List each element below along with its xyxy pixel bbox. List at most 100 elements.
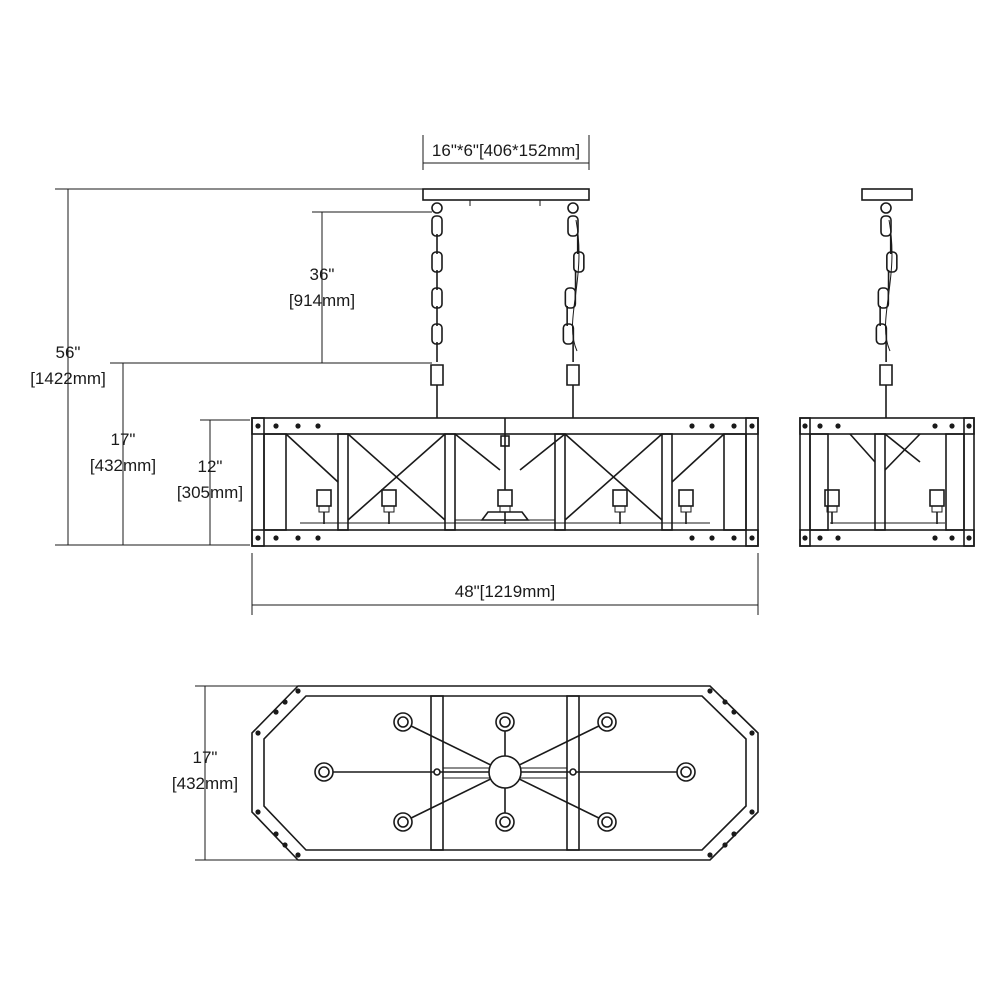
top-view xyxy=(251,685,759,861)
candle-cup xyxy=(597,812,617,832)
depth-mm-label: [432mm] xyxy=(172,774,238,793)
candle-cup xyxy=(314,762,334,782)
rivet xyxy=(802,423,808,429)
rivet xyxy=(817,535,823,541)
overall-height-mm-label: [1422mm] xyxy=(30,369,106,388)
chain-ring xyxy=(567,202,579,214)
candle-socket xyxy=(680,505,692,513)
rivet xyxy=(749,809,755,815)
chain-link xyxy=(875,323,888,345)
candle-cup xyxy=(597,712,617,732)
rivet xyxy=(835,423,841,429)
candle-cup xyxy=(499,716,511,728)
frame-height-mm-label: [305mm] xyxy=(177,483,243,502)
candle-socket xyxy=(678,489,694,507)
depth-inches-label: 17" xyxy=(193,748,218,767)
top-view-candle-cups xyxy=(314,712,696,832)
candle-cup xyxy=(393,812,413,832)
front-rivets xyxy=(255,423,755,541)
rivet xyxy=(966,535,972,541)
candle-cup xyxy=(495,812,515,832)
rivet xyxy=(295,535,301,541)
rivet xyxy=(749,423,755,429)
rivet xyxy=(315,535,321,541)
candle-socket xyxy=(931,505,943,513)
candle-cup xyxy=(680,766,692,778)
dimension-labels: 16"*6"[406*152mm] 36" [914mm] 56" [1422m… xyxy=(30,141,580,793)
candle-socket xyxy=(499,505,511,513)
rivet xyxy=(932,423,938,429)
rivet xyxy=(282,699,288,705)
rivet xyxy=(273,709,279,715)
chain-link xyxy=(431,323,443,345)
left-chain xyxy=(431,202,443,362)
candle-cup xyxy=(601,716,613,728)
rivet xyxy=(282,842,288,848)
rivet xyxy=(722,699,728,705)
rivet xyxy=(817,423,823,429)
rivet xyxy=(802,535,808,541)
candle-socket xyxy=(929,489,945,507)
fixture-height-inches-label: 17" xyxy=(111,430,136,449)
side-frame xyxy=(799,417,975,547)
front-view xyxy=(251,188,759,547)
rivet xyxy=(966,423,972,429)
rivet xyxy=(255,423,261,429)
side-candles xyxy=(824,489,945,524)
rivet xyxy=(949,535,955,541)
chain-link xyxy=(431,215,443,237)
rivet xyxy=(707,688,713,694)
support-cable xyxy=(884,219,893,352)
rivet xyxy=(273,831,279,837)
frame-height-inches-label: 12" xyxy=(198,457,223,476)
side-view xyxy=(799,188,975,547)
candle-cup xyxy=(495,712,515,732)
candle-cup xyxy=(676,762,696,782)
rivet xyxy=(731,535,737,541)
candle-socket xyxy=(612,489,628,507)
rivet xyxy=(273,423,279,429)
rivet xyxy=(689,535,695,541)
side-rivets xyxy=(802,423,972,541)
chain-link xyxy=(431,251,443,273)
candle-socket xyxy=(824,489,840,507)
rivet xyxy=(722,842,728,848)
candle-socket xyxy=(383,505,395,513)
fixture-height-mm-label: [432mm] xyxy=(90,456,156,475)
rivet xyxy=(295,688,301,694)
chain-length-inches-label: 36" xyxy=(310,265,335,284)
side-chain xyxy=(875,202,898,362)
chain-length-mm-label: [914mm] xyxy=(289,291,355,310)
rivet xyxy=(749,730,755,736)
candle-cup xyxy=(397,716,409,728)
rivet xyxy=(295,852,301,858)
rivet xyxy=(689,423,695,429)
rivet xyxy=(709,423,715,429)
chain-link xyxy=(567,215,579,237)
rivet xyxy=(835,535,841,541)
canopy-plate xyxy=(422,188,590,201)
rivet xyxy=(255,535,261,541)
right-chain xyxy=(562,202,585,362)
support-cable xyxy=(571,219,580,352)
candle-cup xyxy=(318,766,330,778)
rivet xyxy=(749,535,755,541)
rivet xyxy=(255,809,261,815)
rivet xyxy=(315,423,321,429)
rivet xyxy=(949,423,955,429)
candle-socket xyxy=(316,489,332,507)
rivet xyxy=(255,730,261,736)
candle-socket xyxy=(381,489,397,507)
candle-cup xyxy=(397,816,409,828)
rivet xyxy=(709,535,715,541)
chain-link xyxy=(880,215,892,237)
rivet xyxy=(295,423,301,429)
chain-link xyxy=(431,287,443,309)
overall-height-inches-label: 56" xyxy=(56,343,81,362)
rivet xyxy=(731,831,737,837)
front-candles xyxy=(316,489,694,524)
width-label: 48"[1219mm] xyxy=(455,582,556,601)
chain-ring xyxy=(431,202,443,214)
rivet xyxy=(707,852,713,858)
